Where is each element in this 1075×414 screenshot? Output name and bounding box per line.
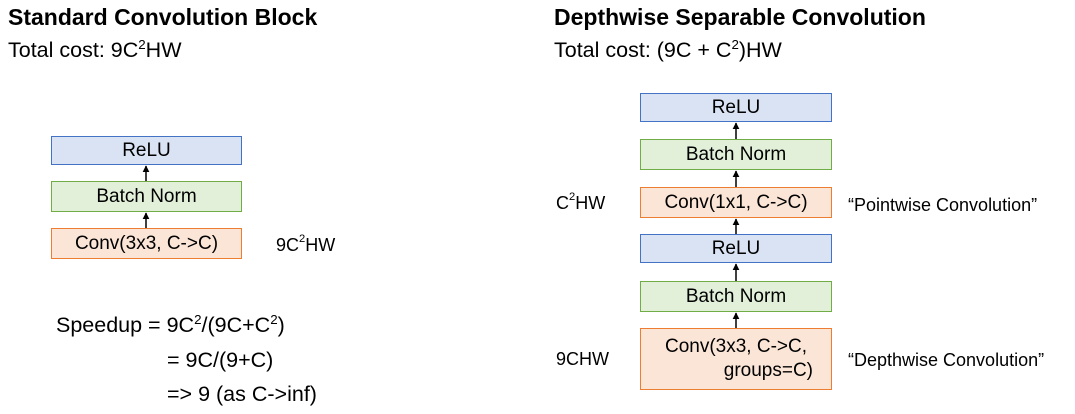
depthwise-conv-line-1: Conv(3x3, C->C,	[664, 336, 808, 358]
pointwise-convolution-label: “Pointwise Convolution”	[848, 195, 1038, 215]
standard-batchnorm-box: Batch Norm	[51, 181, 242, 212]
depthwise-conv-line-2: groups=C)	[723, 360, 813, 381]
standard-block-title: Standard Convolution Block	[8, 4, 318, 30]
depthwise-total-cost-suffix: )HW	[738, 38, 782, 62]
standard-total-cost: Total cost: 9C2HW	[8, 37, 182, 62]
standard-conv-cost-prefix: 9C	[276, 235, 300, 255]
standard-total-cost-sup: 2	[138, 37, 146, 53]
standard-conv-box: Conv(3x3, C->C)	[51, 228, 242, 259]
standard-conv-cost: 9C2HW	[276, 233, 336, 255]
depthwise-relu-mid-box: ReLU	[640, 234, 832, 263]
depthwise-conv-box: Conv(3x3, C->C, groups=C)	[640, 328, 832, 390]
depthwise-convolution-label: “Depthwise Convolution”	[848, 350, 1045, 370]
pointwise-conv-cost: C2HW	[556, 191, 606, 213]
pointwise-conv-cost-prefix: C	[556, 193, 569, 213]
depthwise-conv-cost: 9CHW	[556, 349, 609, 369]
depthwise-batchnorm-mid-box: Batch Norm	[640, 281, 832, 312]
depthwise-block-title: Depthwise Separable Convolution	[554, 4, 926, 30]
standard-total-cost-prefix: Total cost: 9C	[8, 38, 139, 62]
depthwise-total-cost: Total cost: (9C + C2)HW	[554, 37, 782, 62]
standard-conv-cost-sup: 2	[299, 233, 306, 246]
standard-relu-box: ReLU	[51, 136, 242, 165]
speedup-line-3: => 9 (as C->inf)	[167, 382, 317, 406]
speedup-line-1-b: /(9C+C	[201, 313, 271, 337]
depthwise-relu-top-box: ReLU	[640, 93, 832, 122]
standard-conv-cost-suffix: HW	[305, 235, 336, 255]
depthwise-total-cost-sup: 2	[731, 37, 739, 53]
pointwise-conv-cost-suffix: HW	[575, 193, 606, 213]
depthwise-batchnorm-top-box: Batch Norm	[640, 139, 832, 170]
pointwise-conv-cost-sup: 2	[569, 191, 576, 204]
standard-total-cost-suffix: HW	[145, 38, 182, 62]
speedup-line-2: = 9C/(9+C)	[167, 348, 274, 372]
depthwise-total-cost-prefix: Total cost: (9C + C	[554, 38, 732, 62]
speedup-line-1-a: Speedup = 9C	[56, 313, 195, 337]
speedup-line-1-c: )	[277, 313, 285, 337]
speedup-line-1: Speedup = 9C2/(9C+C2)	[56, 312, 285, 337]
speedup-line-1-sup1: 2	[194, 312, 202, 328]
pointwise-conv-box: Conv(1x1, C->C)	[640, 187, 832, 218]
speedup-line-1-sup2: 2	[270, 312, 278, 328]
